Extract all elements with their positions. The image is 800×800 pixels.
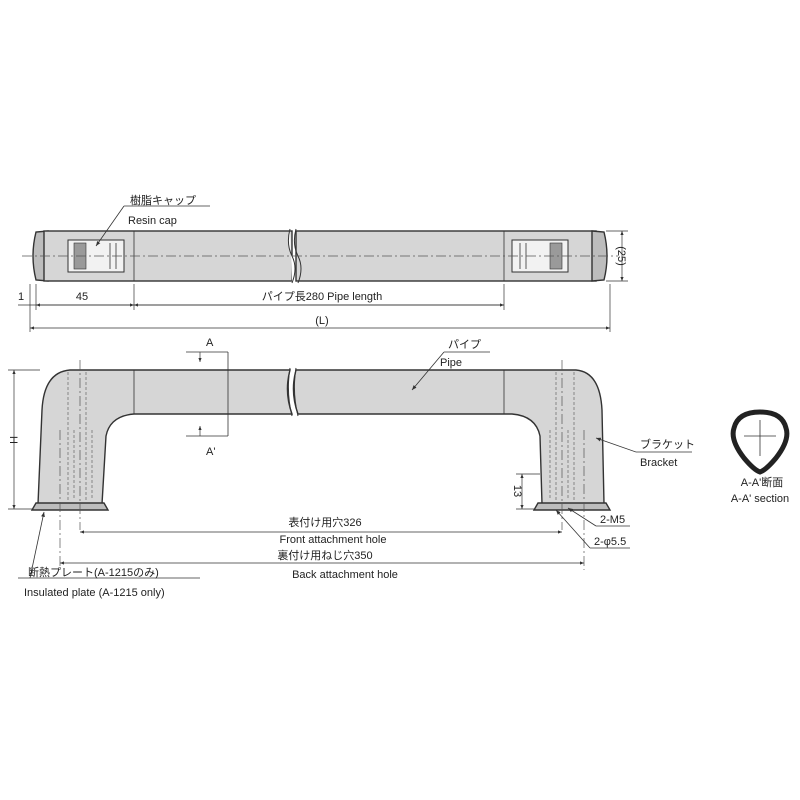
pipe-label-jp: パイプ bbox=[448, 338, 481, 351]
insulated-plate-label-jp: 断熱プレート(A-1215のみ) bbox=[28, 565, 159, 579]
front-view: A A' H パイプ Pipe ブラケット Bracket 13 2-M5 2-… bbox=[7, 337, 695, 599]
dim-2-m5: 2-M5 bbox=[600, 514, 625, 526]
resin-cap-label-jp: 樹脂キャップ bbox=[130, 193, 196, 207]
dim-25: (25) bbox=[615, 246, 627, 266]
top-view: 樹脂キャップ Resin cap (25) 1 45 パイプ長280 Pipe … bbox=[18, 193, 628, 332]
dim-45: 45 bbox=[76, 291, 88, 303]
back-hole-label-jp: 裏付け用ねじ穴350 bbox=[277, 548, 372, 562]
dim-1: 1 bbox=[18, 291, 24, 303]
dim-2-d5-5: 2-φ5.5 bbox=[594, 536, 626, 548]
bracket-label-jp: ブラケット bbox=[640, 437, 695, 451]
section-mark-a: A bbox=[206, 337, 214, 349]
back-hole-label-en: Back attachment hole bbox=[292, 569, 398, 581]
right-base-plate bbox=[532, 502, 612, 511]
pipe-label-en: Pipe bbox=[440, 357, 462, 369]
insulated-plate-label-en: Insulated plate (A-1215 only) bbox=[24, 587, 165, 599]
dim-L: (L) bbox=[315, 315, 328, 327]
dim-H: H bbox=[7, 436, 19, 444]
bracket-label-en: Bracket bbox=[640, 457, 677, 469]
section-view: A-A'断面 A-A' section bbox=[730, 409, 790, 505]
front-hole-label-jp: 表付け用穴326 bbox=[288, 515, 361, 529]
section-title-jp: A-A'断面 bbox=[741, 475, 783, 489]
section-title-en: A-A' section bbox=[731, 493, 789, 505]
resin-cap-label-en: Resin cap bbox=[128, 215, 177, 227]
front-handle-left bbox=[37, 369, 293, 505]
front-handle-right bbox=[292, 369, 605, 505]
dim-13: 13 bbox=[511, 485, 523, 497]
pipe-length-label: パイプ長280 Pipe length bbox=[262, 290, 382, 303]
section-mark-a-prime: A' bbox=[206, 446, 215, 458]
front-hole-label-en: Front attachment hole bbox=[279, 534, 386, 546]
left-base-plate bbox=[30, 502, 110, 511]
